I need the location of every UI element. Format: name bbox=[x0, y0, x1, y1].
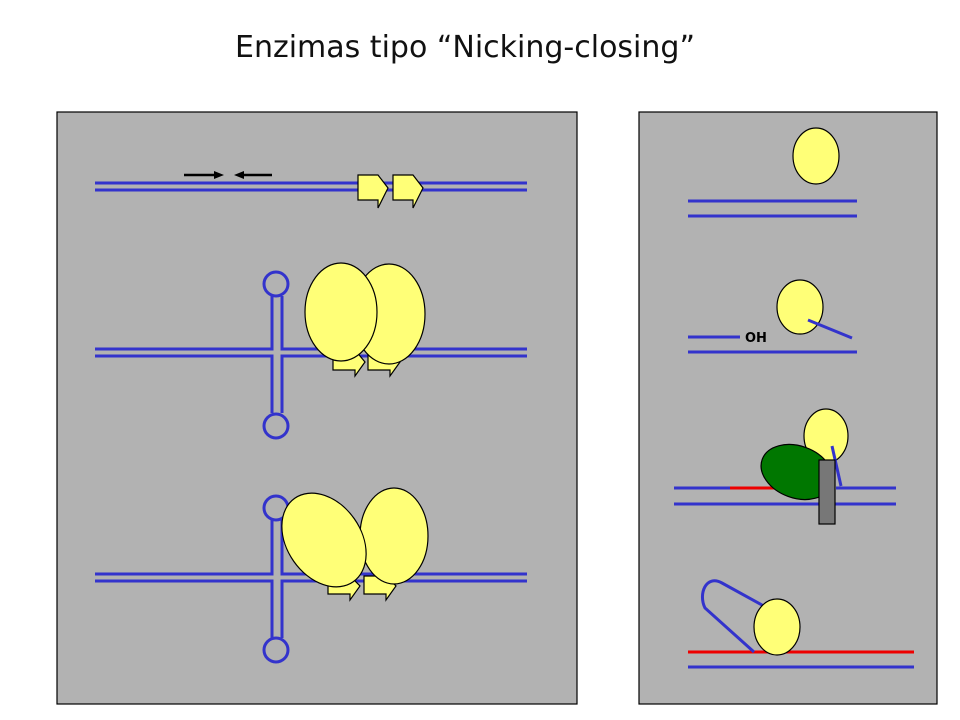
binding-site-arrow-2 bbox=[392, 174, 424, 209]
step-strand-transfer bbox=[674, 408, 896, 525]
row-cruciform-active bbox=[95, 487, 527, 664]
covalently-bound-strand bbox=[830, 445, 843, 487]
page-title: Enzimas tipo “Nicking-closing” bbox=[234, 30, 695, 65]
cruciform-strand-top-right bbox=[280, 518, 527, 576]
cruciform-strand-top-left bbox=[95, 296, 274, 351]
enzyme-subunit-left bbox=[304, 262, 378, 362]
step-intact-duplex bbox=[688, 127, 857, 218]
hairpin-loop-bottom bbox=[262, 636, 290, 664]
covalently-bound-strand bbox=[807, 318, 853, 340]
cruciform-strand-top-right bbox=[280, 296, 527, 351]
row-cruciform-bound bbox=[95, 262, 527, 440]
enzyme bbox=[776, 279, 824, 335]
binding-site-arrow-1 bbox=[357, 174, 389, 209]
cruciform-strand-bottom-right bbox=[280, 579, 527, 638]
left-panel bbox=[56, 111, 578, 705]
cruciform-strand-bottom-left bbox=[95, 354, 274, 413]
hydroxyl-label: OH bbox=[745, 331, 767, 346]
hairpin-loop-bottom bbox=[262, 412, 290, 440]
enzyme-subunit-left-tilted bbox=[281, 492, 367, 588]
step-closing bbox=[688, 579, 914, 669]
strand-loop bbox=[700, 579, 772, 654]
right-arrow-icon bbox=[184, 171, 224, 179]
hairpin-loop-top bbox=[262, 270, 290, 298]
cruciform-strand-bottom-right bbox=[280, 354, 527, 413]
row-linear-dna bbox=[95, 171, 527, 209]
enzyme-subunit-right bbox=[359, 487, 429, 585]
left-arrow-icon bbox=[234, 171, 272, 179]
enzyme bbox=[792, 127, 840, 185]
cruciform-strand-top-left bbox=[95, 518, 274, 576]
step-nicked-strand: OH bbox=[688, 279, 857, 354]
cruciform-strand-bottom-left bbox=[95, 579, 274, 638]
block bbox=[818, 459, 836, 525]
enzyme bbox=[753, 598, 801, 656]
